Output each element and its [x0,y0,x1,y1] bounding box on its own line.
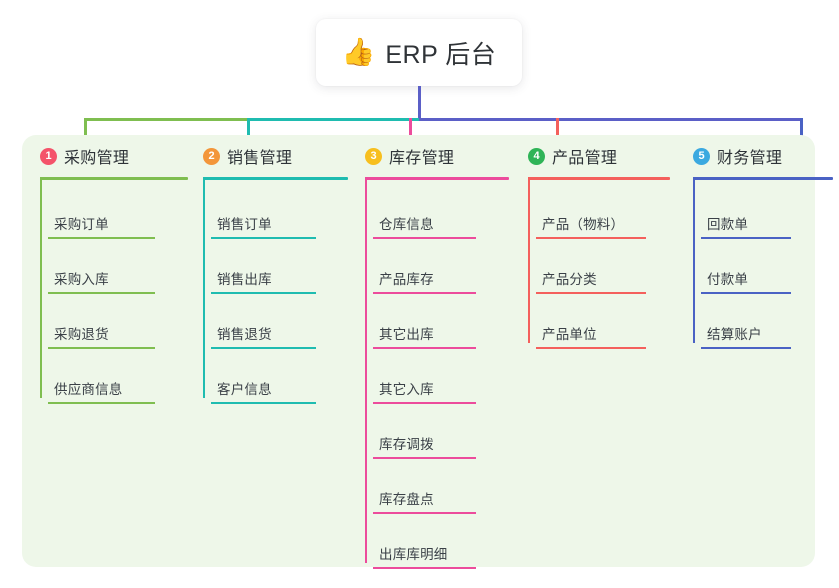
branch-title-5: 财务管理 [717,150,783,167]
leaf-underline [211,292,316,294]
branch-title-1: 采购管理 [64,150,130,167]
leaf-item[interactable]: 其它入库 [373,368,476,404]
leaf-item[interactable]: 仓库信息 [373,203,476,239]
leaf-item[interactable]: 库存盘点 [373,478,476,514]
branch-underline-1 [40,177,188,180]
leaf-label: 库存盘点 [379,492,434,507]
branch-badge-1: 1 [40,147,57,165]
branch-underline-3 [365,177,509,180]
leaf-item[interactable]: 客户信息 [211,368,316,404]
branch-badge-5: 5 [693,147,710,165]
leaf-underline [48,292,155,294]
leaf-underline [211,402,316,404]
leaf-label: 采购订单 [54,217,109,232]
leaf-label: 销售订单 [217,217,272,232]
leaf-label: 供应商信息 [54,382,123,397]
branch-header-1[interactable]: 1 采购管理 [40,140,129,172]
branch-badge-2: 2 [203,147,220,165]
bus-segment-3 [419,118,803,121]
leaf-item[interactable]: 回款单 [701,203,791,239]
root-node[interactable]: 👍 ERP 后台 [316,19,522,86]
leaf-item[interactable]: 产品库存 [373,258,476,294]
branch-title-2: 销售管理 [227,150,293,167]
leaf-label: 出库库明细 [379,547,448,562]
leaf-underline [211,347,316,349]
leaf-underline [536,237,646,239]
branch-underline-2 [203,177,348,180]
leaf-label: 产品分类 [542,272,597,287]
leaf-underline [373,402,476,404]
leaf-underline [373,237,476,239]
leaf-underline [48,402,155,404]
leaf-label: 采购入库 [54,272,109,287]
branch-header-5[interactable]: 5 财务管理 [693,140,782,172]
leaf-item[interactable]: 销售出库 [211,258,316,294]
leaf-label: 产品库存 [379,272,434,287]
leaf-item[interactable]: 销售订单 [211,203,316,239]
leaf-underline [701,237,791,239]
leaf-item[interactable]: 产品单位 [536,313,646,349]
leaf-label: 产品单位 [542,327,597,342]
leaf-underline [373,567,476,569]
branch-spine-5 [693,177,695,343]
leaf-item[interactable]: 其它出库 [373,313,476,349]
branch-header-4[interactable]: 4 产品管理 [528,140,617,172]
leaf-label: 销售退货 [217,327,272,342]
leaf-label: 仓库信息 [379,217,434,232]
branch-panel [22,135,815,567]
leaf-label: 客户信息 [217,382,272,397]
branch-title-3: 库存管理 [389,150,455,167]
root-stem [418,86,421,121]
leaf-item[interactable]: 产品（物料） [536,203,646,239]
leaf-item[interactable]: 结算账户 [701,313,791,349]
leaf-underline [536,347,646,349]
leaf-label: 产品（物料） [542,217,625,232]
leaf-underline [373,457,476,459]
leaf-underline [211,237,316,239]
leaf-label: 采购退货 [54,327,109,342]
leaf-underline [536,292,646,294]
leaf-item[interactable]: 采购入库 [48,258,155,294]
thumbs-up-emoji: 👍 [341,37,376,67]
leaf-label: 其它出库 [379,327,434,342]
leaf-label: 库存调拨 [379,437,434,452]
leaf-item[interactable]: 库存调拨 [373,423,476,459]
leaf-label: 结算账户 [707,327,762,342]
leaf-item[interactable]: 采购订单 [48,203,155,239]
branch-header-3[interactable]: 3 库存管理 [365,140,454,172]
leaf-item[interactable]: 付款单 [701,258,791,294]
branch-header-2[interactable]: 2 销售管理 [203,140,292,172]
leaf-underline [373,347,476,349]
leaf-underline [373,512,476,514]
leaf-underline [48,237,155,239]
branch-spine-1 [40,177,42,398]
leaf-item[interactable]: 销售退货 [211,313,316,349]
leaf-underline [48,347,155,349]
branch-badge-3: 3 [365,147,382,165]
bus-segment-1 [84,118,247,121]
leaf-item[interactable]: 出库库明细 [373,533,476,569]
leaf-item[interactable]: 采购退货 [48,313,155,349]
leaf-label: 销售出库 [217,272,272,287]
branch-underline-5 [693,177,833,180]
leaf-underline [701,347,791,349]
leaf-underline [701,292,791,294]
bus-segment-2 [247,118,419,121]
branch-spine-2 [203,177,205,398]
leaf-label: 付款单 [707,272,749,287]
branch-title-4: 产品管理 [552,150,618,167]
branch-badge-4: 4 [528,147,545,165]
branch-spine-4 [528,177,530,343]
leaf-label: 其它入库 [379,382,434,397]
branch-underline-4 [528,177,670,180]
branch-spine-3 [365,177,367,563]
leaf-label: 回款单 [707,217,749,232]
leaf-underline [373,292,476,294]
root-node-label: ERP 后台 [385,40,497,69]
leaf-item[interactable]: 供应商信息 [48,368,155,404]
leaf-item[interactable]: 产品分类 [536,258,646,294]
